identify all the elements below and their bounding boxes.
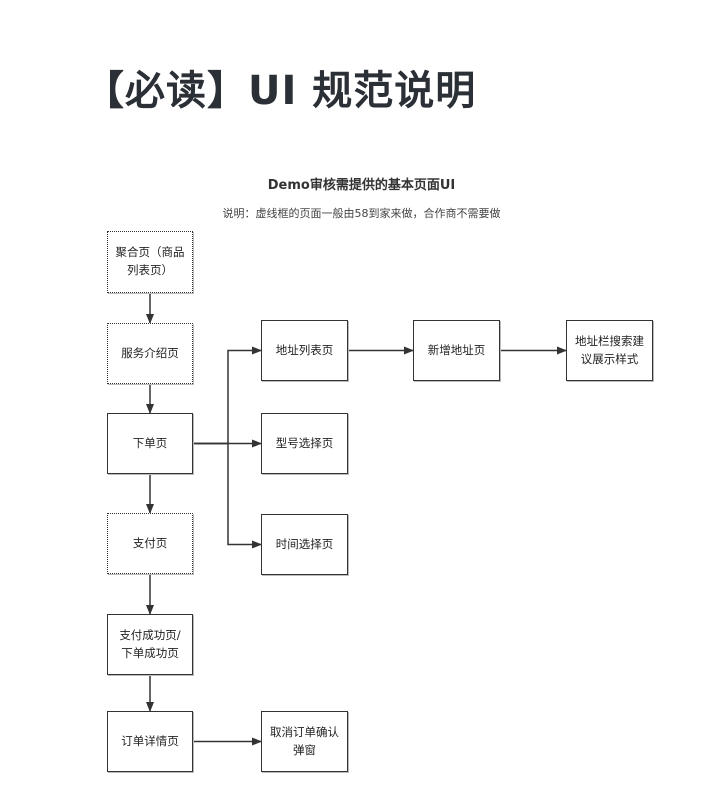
node-address-search-suggestion: 地址栏搜索建议展示样式 [566, 320, 653, 381]
flowchart-title: Demo审核需提供的基本页面UI [267, 178, 456, 193]
node-order-detail-page: 订单详情页 [107, 711, 193, 772]
flowchart-note: 说明：虚线框的页面一般由58到家来做，合作商不需要做 [222, 207, 501, 220]
node-payment-page: 支付页 [107, 513, 193, 574]
node-label: 聚合页（商品列表页） [115, 245, 185, 277]
node-cancel-order-dialog: 取消订单确认弹窗 [261, 711, 348, 772]
node-order-page: 下单页 [107, 413, 193, 474]
node-address-list-page: 地址列表页 [261, 320, 348, 381]
node-label: 时间选择页 [275, 536, 334, 551]
node-label: 服务介绍页 [121, 345, 179, 360]
node-aggregate-page: 聚合页（商品列表页） [107, 231, 193, 293]
node-label: 型号选择页 [275, 435, 334, 450]
node-model-select-page: 型号选择页 [261, 413, 348, 474]
node-label: 地址列表页 [275, 342, 334, 357]
node-label: 新增地址页 [427, 342, 486, 357]
page-title: 【必读】UI 规范说明 [84, 68, 477, 114]
arrow-order-to-address_list [193, 346, 262, 445]
node-time-select-page: 时间选择页 [261, 514, 348, 575]
node-label: 支付页 [132, 535, 168, 550]
node-label: 下单页 [132, 435, 168, 450]
node-label: 支付成功页/下单成功页 [119, 627, 181, 660]
node-label: 订单详情页 [121, 733, 179, 748]
node-service-intro-page: 服务介绍页 [107, 323, 193, 384]
node-payment-success-page: 支付成功页/下单成功页 [107, 614, 193, 675]
node-label: 取消订单确认弹窗 [270, 724, 339, 757]
arrow-order-to-time_select [193, 442, 262, 549]
node-label: 地址栏搜索建议展示样式 [575, 333, 644, 366]
node-add-address-page: 新增地址页 [413, 320, 500, 381]
